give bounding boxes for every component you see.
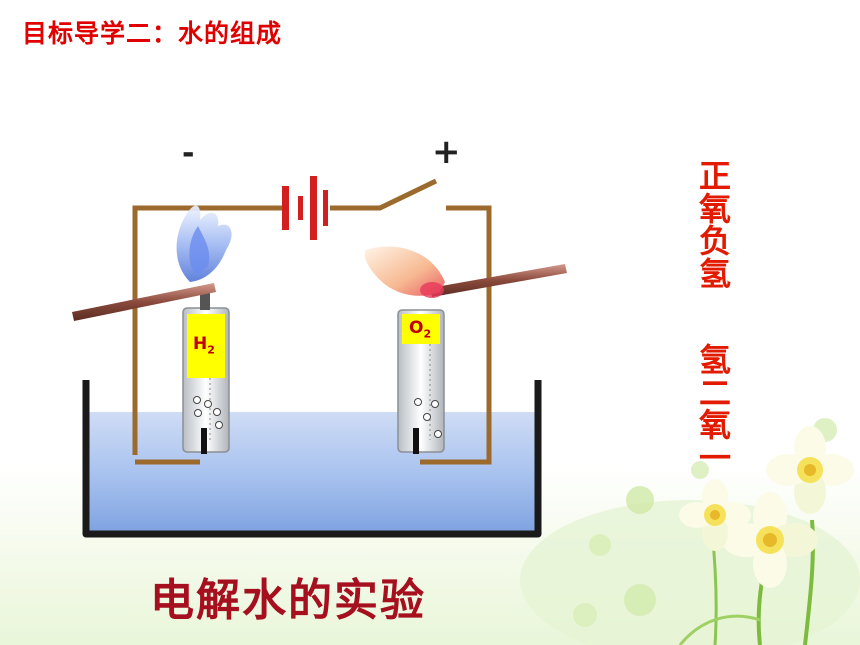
mnemonic-char: 氧: [698, 189, 731, 228]
mnemonic-char: 正: [698, 157, 731, 195]
mnemonic-char: 氢: [698, 254, 731, 293]
mnemonic-char: 一: [698, 438, 731, 477]
slide-title: 目标导学二：水的组成: [22, 19, 283, 48]
mnemonic-line-2: 氢 二 氧 一: [695, 344, 735, 475]
oxygen-label: O2: [409, 318, 431, 340]
hydrogen-label: H2: [193, 334, 215, 356]
oxygen-test-tube: [397, 309, 445, 454]
mnemonic-char: 氢: [698, 341, 731, 379]
mnemonic-char: 负: [698, 222, 731, 261]
oxygen-symbol: O: [409, 318, 424, 338]
battery-icon: [282, 176, 328, 240]
positive-terminal-label: +: [432, 132, 461, 172]
hydrogen-subscript: 2: [207, 343, 215, 357]
water-tank: [82, 380, 542, 538]
experiment-caption: 电解水的实验: [150, 575, 426, 626]
mnemonic-char: 二: [698, 373, 731, 412]
glowing-splint-right: [364, 246, 567, 298]
negative-terminal-label: -: [182, 136, 195, 171]
burning-splint-left: [72, 205, 232, 321]
flower-decoration: [520, 418, 860, 645]
mnemonic-char: 氧: [698, 406, 731, 445]
oxygen-subscript: 2: [423, 327, 432, 341]
hydrogen-symbol: H: [193, 334, 208, 354]
mnemonic-line-1: 正 氧 负 氢: [695, 160, 735, 291]
hydrogen-test-tube: [182, 292, 230, 454]
circuit-wire: [132, 178, 492, 465]
